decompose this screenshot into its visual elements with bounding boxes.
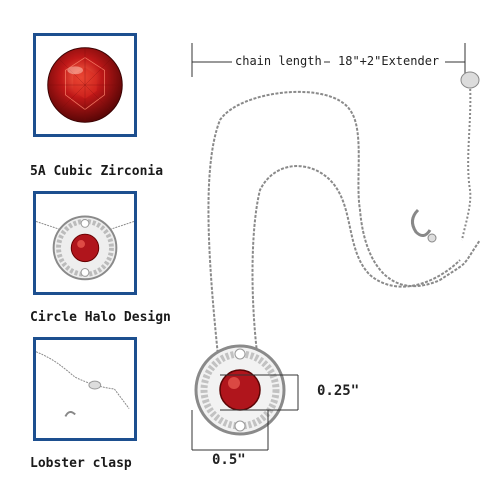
feature-caption-zirconia: 5A Cubic Zirconia bbox=[30, 164, 164, 179]
feature-caption-halo: Circle Halo Design bbox=[30, 310, 171, 325]
halo-pendant-icon bbox=[36, 215, 134, 281]
chain-length-value: 18"+2"Extender bbox=[336, 54, 442, 68]
halo-closeup-frame bbox=[33, 191, 137, 295]
chain-length-label: chain length bbox=[233, 54, 324, 68]
lobster-clasp-icon bbox=[36, 351, 130, 417]
gem-closeup-frame bbox=[33, 33, 137, 137]
pendant-width-label: 0.5" bbox=[210, 452, 248, 468]
feature-caption-clasp: Lobster clasp bbox=[30, 456, 132, 471]
pendant bbox=[194, 344, 286, 436]
pendant-height-label: 0.25" bbox=[315, 383, 362, 399]
clasp-closeup-frame bbox=[33, 337, 137, 441]
necklace-illustration bbox=[191, 43, 481, 451]
gem-icon bbox=[47, 47, 123, 123]
